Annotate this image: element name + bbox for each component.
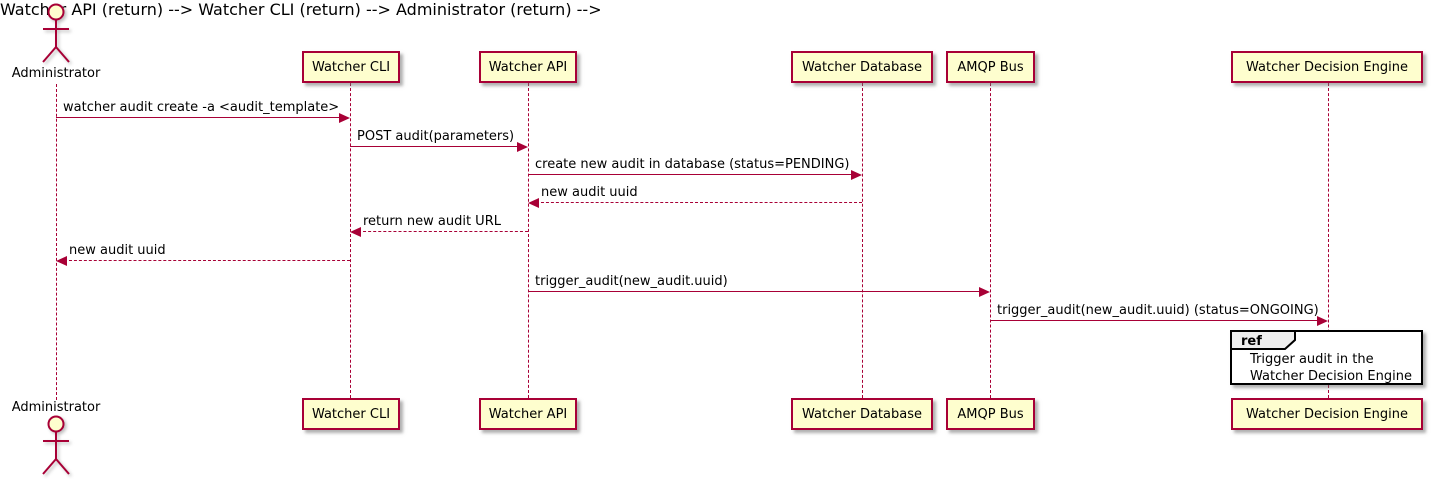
lifeline-watcher-decision-engine (1328, 83, 1329, 398)
participant-bottom-watcher-api: Watcher API (479, 398, 577, 430)
message-2-label: POST audit(parameters) (357, 129, 515, 144)
message-7-line (528, 291, 982, 292)
participant-top-watcher-database: Watcher Database (791, 51, 933, 83)
participant-label: Watcher Database (802, 406, 922, 422)
ref-keyword: ref (1241, 334, 1262, 349)
lifeline-watcher-cli (350, 83, 351, 398)
actor-label-bottom: Administrator (11, 400, 101, 415)
participant-top-watcher-decision-engine: Watcher Decision Engine (1231, 51, 1423, 83)
message-4-line (536, 202, 862, 203)
message-1-line (56, 117, 342, 118)
ref-body: Trigger audit in the Watcher Decision En… (1250, 351, 1412, 385)
participant-label: AMQP Bus (957, 406, 1024, 422)
message-1-arrowhead-icon (339, 113, 350, 123)
participant-bottom-watcher-database: Watcher Database (791, 398, 933, 430)
message-5-label: return new audit URL (363, 214, 501, 229)
actor-label-top: Administrator (11, 66, 101, 81)
message-5-line (358, 231, 528, 232)
participant-label: Watcher CLI (311, 406, 391, 422)
participant-bottom-watcher-cli: Watcher CLI (302, 398, 400, 430)
participant-label: Watcher CLI (311, 59, 391, 75)
message-8-line (990, 320, 1320, 321)
message-1-label: watcher audit create -a <audit_template> (63, 100, 340, 115)
participant-top-watcher-cli: Watcher CLI (302, 51, 400, 83)
lifeline-watcher-database (862, 83, 863, 398)
message-2-arrowhead-icon (517, 142, 528, 152)
message-4-label: new audit uuid (541, 185, 638, 200)
participant-bottom-watcher-decision-engine: Watcher Decision Engine (1231, 398, 1423, 430)
message-6-label: new audit uuid (69, 243, 166, 258)
message-3-line (528, 174, 854, 175)
message-8-arrowhead-icon (1317, 316, 1328, 326)
message-5-arrowhead-icon (350, 227, 361, 237)
message-2-line (350, 146, 520, 147)
message-4-arrowhead-icon (528, 198, 539, 208)
message-8-label: trigger_audit(new_audit.uuid) (status=ON… (997, 303, 1319, 318)
participant-label: Watcher Decision Engine (1246, 406, 1408, 422)
participant-label: Watcher API (488, 59, 568, 75)
message-7-label: trigger_audit(new_audit.uuid) (535, 274, 728, 289)
message-7-arrowhead-icon (979, 287, 990, 297)
lifeline-amqp-bus (990, 83, 991, 398)
participant-bottom-amqp-bus: AMQP Bus (946, 398, 1035, 430)
participant-label: Watcher Database (802, 59, 922, 75)
ref-text-line: Trigger audit in the (1250, 352, 1374, 367)
lifeline-administrator (56, 84, 57, 400)
message-3-label: create new audit in database (status=PEN… (535, 157, 850, 172)
message-3-arrowhead-icon (851, 170, 862, 180)
participant-top-amqp-bus: AMQP Bus (946, 51, 1035, 83)
lifeline-watcher-api (528, 83, 529, 398)
actor-icon-bottom (42, 415, 70, 475)
message-6-arrowhead-icon (56, 256, 67, 266)
ref-text-line: Watcher Decision Engine (1250, 369, 1412, 384)
ref-fragment: ref Trigger audit in the Watcher Decisio… (1230, 330, 1423, 385)
participant-top-watcher-api: Watcher API (479, 51, 577, 83)
actor-icon-top (42, 3, 70, 63)
participant-label: Watcher API (488, 406, 568, 422)
message-6-line (64, 260, 350, 261)
participant-label: AMQP Bus (957, 59, 1024, 75)
participant-label: Watcher Decision Engine (1246, 59, 1408, 75)
ref-header: ref (1230, 330, 1296, 350)
